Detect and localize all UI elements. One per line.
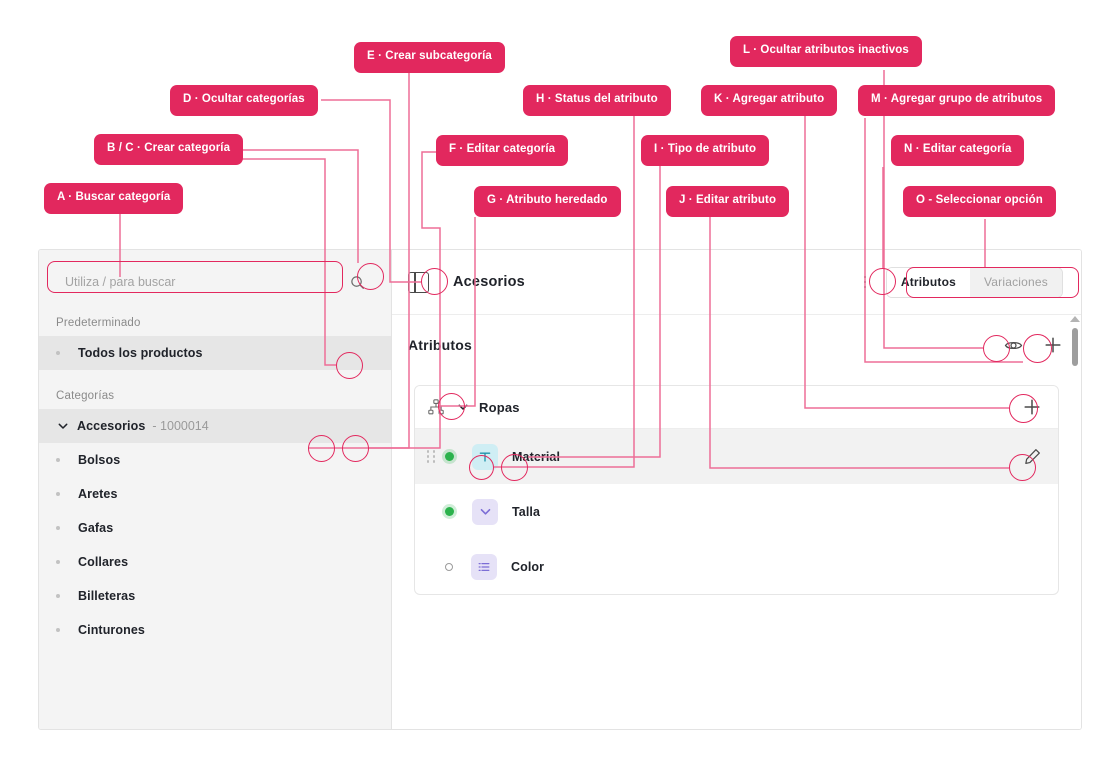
highlight-create-subcategory — [308, 435, 335, 462]
bullet-icon — [56, 458, 60, 462]
bullet-icon — [56, 351, 60, 355]
section-label-categorias: Categorías — [56, 390, 115, 402]
bullet-icon — [56, 526, 60, 530]
highlight-add-attribute-group — [1023, 334, 1052, 363]
main-panel: Acesorios Atributos Variaciones Atributo… — [392, 250, 1081, 729]
callout-f: F · Editar categoría — [436, 135, 569, 166]
callout-a: A · Buscar categoría — [44, 183, 184, 214]
scroll-up-arrow-icon[interactable] — [1070, 316, 1080, 322]
attribute-group-header: Ropas — [415, 386, 1058, 429]
highlight-edit-category-n — [869, 268, 896, 295]
bullet-icon — [56, 594, 60, 598]
status-badge[interactable] — [445, 562, 453, 571]
chevron-down-icon[interactable] — [56, 420, 69, 433]
sidebar-item-label: Cinturones — [78, 623, 145, 637]
callout-e: E · Crear subcategoría — [354, 42, 505, 73]
sidebar-item-label: Collares — [78, 555, 129, 569]
highlight-attribute-status — [469, 455, 494, 480]
callout-l: L · Ocultar atributos inactivos — [730, 36, 922, 67]
sidebar-item-label: Billeteras — [78, 589, 136, 603]
sidebar-item-collares[interactable]: Collares — [39, 545, 391, 579]
attribute-type-icon[interactable] — [472, 498, 498, 525]
callout-h: H · Status del atributo — [523, 85, 671, 116]
app-window: Predeterminado Todos los productos Categ… — [38, 249, 1082, 730]
attribute-name: Talla — [512, 504, 541, 519]
highlight-edit-category-kebab — [342, 435, 369, 462]
sidebar-item-code: - 1000014 — [152, 419, 209, 433]
callout-bc: B / C · Crear categoría — [94, 134, 244, 165]
sidebar-item-bolsos[interactable]: Bolsos — [39, 443, 391, 477]
attribute-group-card: Ropas Material — [414, 385, 1059, 595]
sidebar-item-label: Bolsos — [78, 453, 121, 467]
attributes-section-header: Atributos — [392, 315, 1081, 375]
sidebar-item-aretes[interactable]: Aretes — [39, 477, 391, 511]
bullet-icon — [56, 492, 60, 496]
sidebar-item-gafas[interactable]: Gafas — [39, 511, 391, 545]
scrollbar-thumb[interactable] — [1071, 328, 1078, 366]
sidebar-item-label: Accesorios — [77, 419, 146, 433]
table-row[interactable]: Color — [415, 539, 1058, 594]
callout-m: M · Agregar grupo de atributos — [858, 85, 1056, 116]
category-sidebar: Predeterminado Todos los productos Categ… — [39, 250, 392, 729]
callout-j: J · Editar atributo — [666, 186, 790, 217]
highlight-select-option — [906, 267, 1079, 298]
drag-handle-icon[interactable] — [427, 450, 438, 463]
highlight-search-field — [47, 261, 343, 293]
section-title: Atributos — [408, 337, 473, 353]
section-label-predeterminado: Predeterminado — [56, 317, 141, 329]
attribute-name: Color — [511, 559, 545, 574]
page-title: Acesorios — [453, 274, 525, 290]
callout-d: D · Ocultar categorías — [170, 85, 318, 116]
status-badge[interactable] — [445, 452, 454, 461]
highlight-hide-inactive — [983, 335, 1010, 362]
callout-g: G · Atributo heredado — [474, 186, 621, 217]
sidebar-item-billeteras[interactable]: Billeteras — [39, 579, 391, 613]
highlight-create-category-row — [336, 352, 363, 379]
highlight-add-attribute — [1009, 394, 1038, 423]
callout-k: K · Agregar atributo — [701, 85, 838, 116]
sidebar-item-label: Todos los productos — [78, 346, 203, 360]
highlight-hide-categories — [421, 268, 448, 295]
sidebar-item-cinturones[interactable]: Cinturones — [39, 613, 391, 647]
attribute-type-icon[interactable] — [471, 553, 497, 580]
sidebar-item-accesorios[interactable]: Accesorios - 1000014 — [39, 409, 391, 443]
status-badge[interactable] — [445, 507, 454, 516]
highlight-attribute-type — [501, 454, 528, 481]
sidebar-item-label: Gafas — [78, 521, 114, 535]
highlight-edit-attribute — [1009, 454, 1036, 481]
bullet-icon — [56, 560, 60, 564]
attribute-group-name: Ropas — [479, 399, 520, 415]
sidebar-item-label: Aretes — [78, 487, 118, 501]
callout-i: I · Tipo de atributo — [641, 135, 770, 166]
sidebar-scrollbar[interactable] — [1070, 316, 1080, 376]
callout-n: N · Editar categoría — [891, 135, 1025, 166]
callout-o: O - Seleccionar opción — [903, 186, 1056, 217]
table-row[interactable]: Talla — [415, 484, 1058, 539]
highlight-inherited-attribute — [438, 393, 465, 420]
highlight-create-category-top — [357, 263, 384, 290]
bullet-icon — [56, 628, 60, 632]
